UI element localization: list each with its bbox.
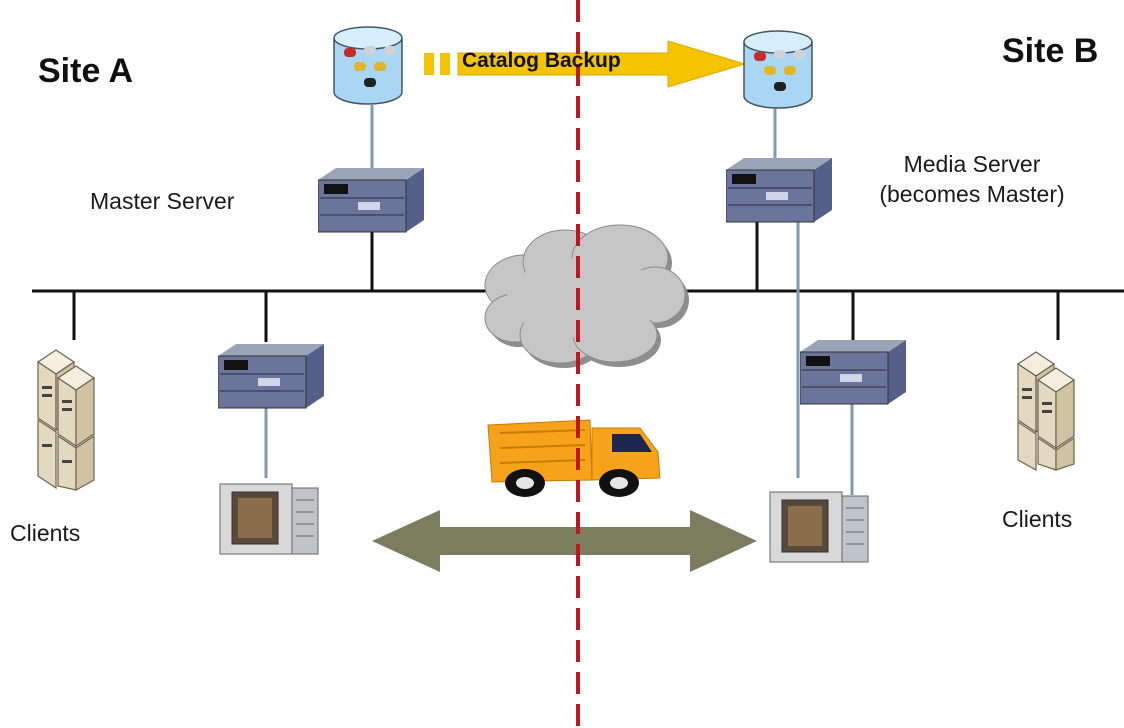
tape-transfer-arrow [372,510,757,572]
client-computers-icon [1016,351,1076,472]
database-cylinder-icon [333,26,403,105]
master-server-label: Master Server [90,188,235,214]
media-server-label: Media Server (becomes Master) [846,150,1098,210]
clients-label-site-a: Clients [10,520,81,546]
clients-label-site-b: Clients [1002,506,1073,532]
media-server-label-line1: Media Server [903,151,1041,177]
catalog-backup-label: Catalog Backup [462,49,621,72]
site-b-title: Site B [1002,32,1099,70]
truck-icon [487,419,661,497]
rack-server-icon [800,340,906,405]
rack-server-icon [218,344,324,409]
database-cylinder-icon [743,30,813,109]
media-server-label-line2: (becomes Master) [879,180,1065,207]
rack-server-icon [318,168,424,233]
catalog-backup-arrow [424,40,747,88]
rack-server-icon [726,158,832,223]
cloud-icon [484,224,689,368]
tape-library-icon [769,491,869,563]
tape-library-icon [219,483,319,555]
site-a-title: Site A [38,52,134,90]
client-computers-icon [36,349,96,492]
